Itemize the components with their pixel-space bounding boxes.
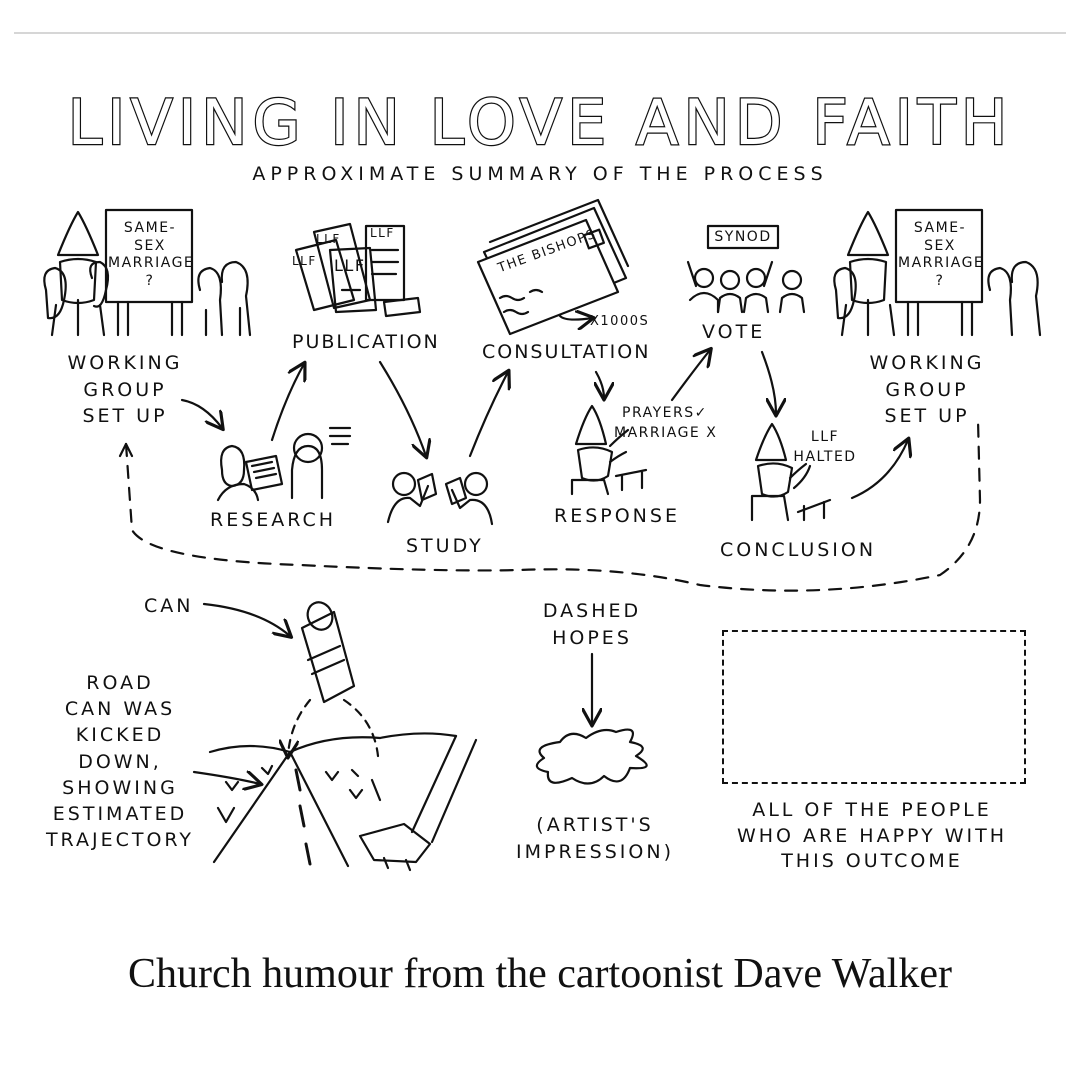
right-working-group-illustration <box>833 208 1042 337</box>
response-notes: PRAYERS✓ MARRIAGE X <box>614 405 718 441</box>
stage-consultation: CONSULTATION <box>482 341 651 363</box>
cartoon-title: LIVING IN LOVE AND FAITH <box>66 85 1013 160</box>
empty-dashed-box <box>722 630 1026 784</box>
can-illustration <box>202 601 380 756</box>
right-sign-text: SAME- SEX MARRIAGE ? <box>898 220 985 289</box>
stage-response: RESPONSE <box>554 505 680 527</box>
stage-conclusion: CONCLUSION <box>720 539 877 561</box>
left-working-group-illustration <box>43 208 252 337</box>
top-divider <box>14 32 1066 34</box>
letter-count: X1000S <box>590 314 650 329</box>
conclusion-illustration <box>750 422 832 522</box>
artist-impression-label: (ARTIST'S IMPRESSION) <box>516 814 674 863</box>
dashed-return-loop <box>124 418 982 592</box>
stage-study: STUDY <box>406 535 484 557</box>
stage-publication: PUBLICATION <box>292 331 440 353</box>
research-illustration <box>216 426 352 502</box>
booklet-label: LLF <box>292 254 317 268</box>
booklet-label: LLF <box>334 256 366 275</box>
publication-illustration <box>294 222 422 318</box>
synod-label: SYNOD <box>714 229 772 245</box>
study-illustration <box>386 471 494 526</box>
empty-box-label: ALL OF THE PEOPLE WHO ARE HAPPY WITH THI… <box>736 799 1008 873</box>
stage-vote: VOTE <box>702 321 766 343</box>
cartoon-subtitle: APPROXIMATE SUMMARY OF THE PROCESS <box>252 163 828 185</box>
page-caption: Church humour from the cartoonist Dave W… <box>128 951 952 997</box>
dashed-hopes-illustration <box>535 652 648 785</box>
left-sign-text: SAME- SEX MARRIAGE ? <box>108 220 195 289</box>
stage-working-group-end: WORKING GROUP SET UP <box>869 352 985 428</box>
stage-research: RESEARCH <box>210 509 337 531</box>
dashed-hopes-label: DASHED HOPES <box>542 600 642 649</box>
response-illustration <box>570 404 648 496</box>
booklet-label: LLF <box>316 232 341 246</box>
synod-illustration <box>686 224 806 314</box>
stage-working-group-start: WORKING GROUP SET UP <box>67 352 183 428</box>
consultation-illustration <box>476 198 630 336</box>
road-label: ROAD CAN WAS KICKED DOWN, SHOWING ESTIMA… <box>45 672 195 852</box>
can-label: CAN <box>144 595 194 617</box>
conclusion-note: LLF HALTED <box>793 429 857 465</box>
booklet-label: LLF <box>370 226 395 240</box>
flow-arrows <box>180 316 908 500</box>
road-illustration <box>192 732 478 872</box>
